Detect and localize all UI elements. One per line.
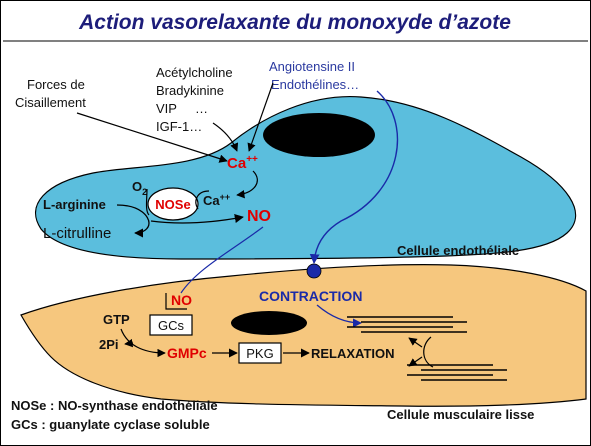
l-citrulline-label: L-citrulline bbox=[43, 225, 111, 242]
pkg-box bbox=[238, 342, 282, 364]
arrow-relax-down bbox=[408, 356, 423, 367]
receptor-dot bbox=[306, 263, 322, 279]
relaxation-spread-curve bbox=[423, 336, 434, 368]
arrow-relax-up bbox=[408, 337, 423, 348]
contraction-label: CONTRACTION bbox=[259, 288, 362, 304]
gcs-box bbox=[149, 314, 193, 336]
no-bracket bbox=[165, 293, 187, 310]
arrow-arginine-to-citrulline bbox=[116, 204, 150, 238]
arrow-contraction-to-filaments bbox=[316, 304, 362, 328]
no-endothelial-label: NO bbox=[247, 208, 271, 225]
legend-gcs: GCs : guanylate cyclase soluble bbox=[11, 417, 210, 432]
stimulus-bradykinine: Bradykinine bbox=[156, 83, 224, 98]
no-muscle-label: NO bbox=[171, 292, 192, 308]
l-arginine-label: L-arginine bbox=[43, 197, 106, 212]
stimulus-vip: VIP bbox=[156, 101, 177, 116]
gcs-label: GCs bbox=[158, 318, 185, 333]
muscle-nucleus bbox=[231, 311, 307, 335]
no-diffusion-path bbox=[180, 226, 264, 294]
arrow-gtp-to-gmpc bbox=[120, 328, 166, 358]
stimulus-acetylcholine: Acétylcholine bbox=[156, 65, 233, 80]
calcium-label: Ca++ bbox=[227, 154, 258, 172]
arrow-shear-to-calcium bbox=[76, 112, 228, 163]
twopi-label: 2Pi bbox=[99, 337, 119, 352]
page-title: Action vasorelaxante du monoxyde d’azote bbox=[78, 11, 511, 34]
oxygen-inflow bbox=[145, 188, 150, 216]
gmpc-label: GMPc bbox=[167, 345, 207, 361]
relaxation-label: RELAXATION bbox=[311, 346, 395, 361]
oxygen-label: O2 bbox=[132, 179, 147, 197]
muscle-cell-label: Cellule musculaire lisse bbox=[387, 407, 534, 422]
pkg-label: PKG bbox=[246, 346, 273, 361]
calcium-bound-label: Ca++ bbox=[203, 192, 230, 208]
stimulus-vip-dots: … bbox=[195, 101, 208, 116]
arrow-to-no bbox=[150, 214, 244, 224]
stimulus-igf1: IGF-1… bbox=[156, 119, 202, 134]
endothelial-nucleus bbox=[263, 113, 375, 157]
smooth-muscle-cell bbox=[20, 264, 587, 407]
arrow-release-2pi bbox=[124, 338, 134, 348]
shear-label-line2: Cisaillement bbox=[15, 95, 86, 110]
shear-label-line1: Forces de bbox=[27, 77, 85, 92]
endothelial-cell-label: Cellule endothéliale bbox=[397, 243, 519, 258]
legend-nose: NOSe : NO-synthase endothéliale bbox=[11, 398, 218, 413]
arrow-calcium-down bbox=[236, 170, 258, 199]
endothelins-label: Endothélines… bbox=[271, 77, 359, 92]
nose-enzyme-shape bbox=[147, 187, 199, 221]
arrow-stimuli-to-calcium bbox=[212, 122, 239, 152]
gtp-label: GTP bbox=[103, 312, 130, 327]
arrow-angiotensin-to-contraction bbox=[309, 90, 399, 264]
arrow-angiotensin-to-calcium bbox=[247, 82, 274, 152]
angiotensin-label: Angiotensine II bbox=[269, 59, 355, 74]
nose-enzyme-label: NOSe bbox=[155, 197, 190, 212]
calcium-binding-hook bbox=[195, 190, 210, 210]
